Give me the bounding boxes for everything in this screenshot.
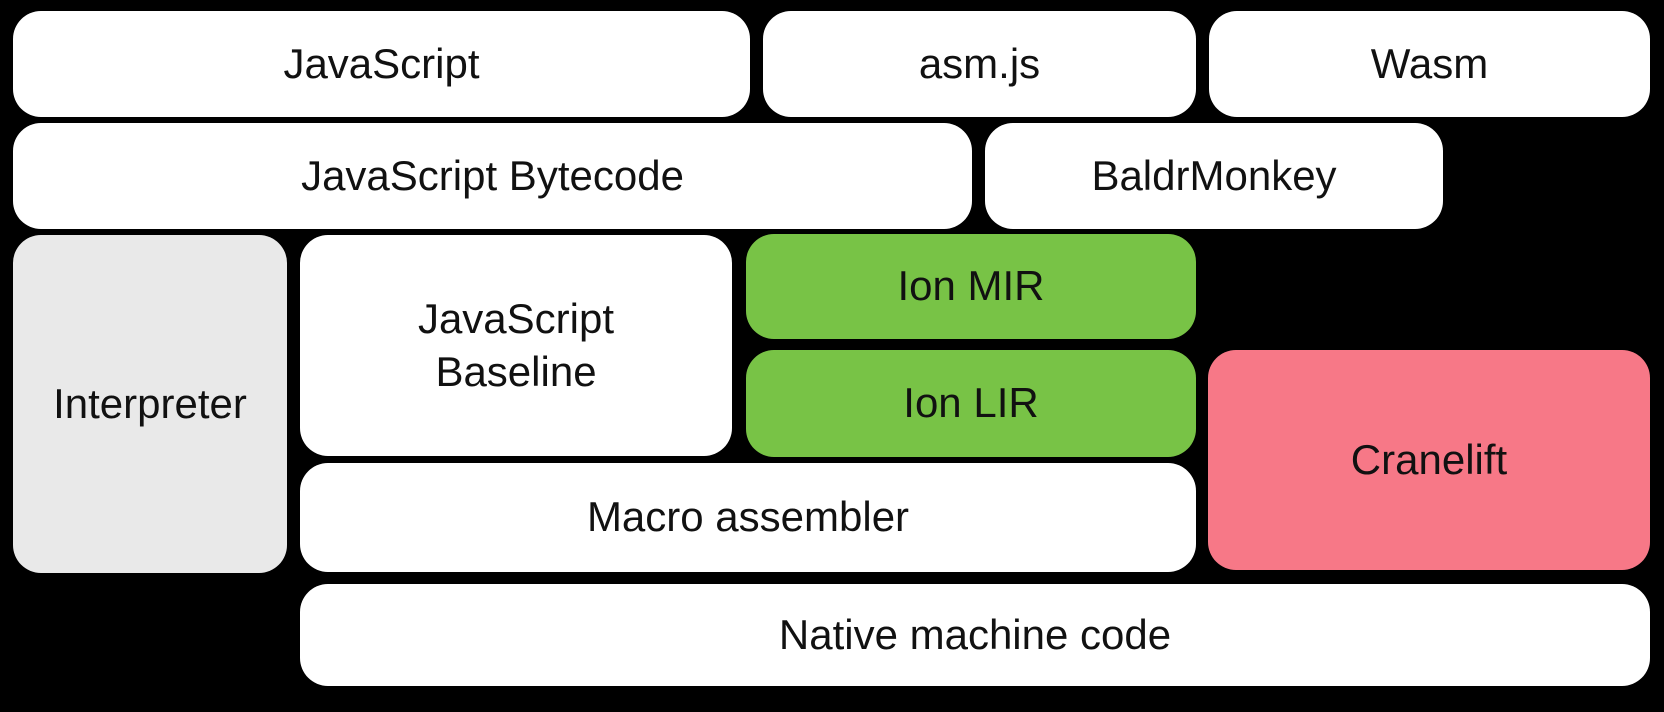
- box-interpreter-label: Interpreter: [53, 379, 247, 427]
- box-wasm: Wasm: [1209, 11, 1650, 117]
- box-ion-lir: Ion LIR: [746, 350, 1196, 457]
- box-cranelift: Cranelift: [1208, 350, 1650, 570]
- box-native-machine-code: Native machine code: [300, 584, 1650, 686]
- box-javascript-baseline: JavaScript Baseline: [300, 235, 732, 456]
- box-asmjs-label: asm.js: [918, 39, 1041, 87]
- box-baldrmonkey: BaldrMonkey: [985, 123, 1443, 229]
- box-native-machine-code-label: Native machine code: [778, 610, 1172, 658]
- box-javascript-label: JavaScript: [283, 39, 480, 87]
- box-ion-mir-label: Ion MIR: [897, 262, 1045, 310]
- box-asmjs: asm.js: [763, 11, 1196, 117]
- box-javascript: JavaScript: [13, 11, 750, 117]
- box-javascript-baseline-label: JavaScript Baseline: [418, 293, 614, 398]
- box-wasm-label: Wasm: [1370, 39, 1489, 87]
- box-javascript-bytecode: JavaScript Bytecode: [13, 123, 972, 229]
- box-javascript-bytecode-label: JavaScript Bytecode: [301, 151, 684, 199]
- box-interpreter: Interpreter: [13, 235, 287, 573]
- box-macro-assembler-label: Macro assembler: [586, 493, 910, 541]
- box-ion-lir-label: Ion LIR: [903, 379, 1039, 427]
- box-baldrmonkey-label: BaldrMonkey: [1091, 151, 1337, 199]
- box-macro-assembler: Macro assembler: [300, 463, 1196, 572]
- box-cranelift-label: Cranelift: [1350, 435, 1508, 483]
- box-ion-mir: Ion MIR: [746, 234, 1196, 339]
- box-javascript-baseline-line2: Baseline: [435, 347, 597, 395]
- box-javascript-baseline-line1: JavaScript: [417, 295, 615, 342]
